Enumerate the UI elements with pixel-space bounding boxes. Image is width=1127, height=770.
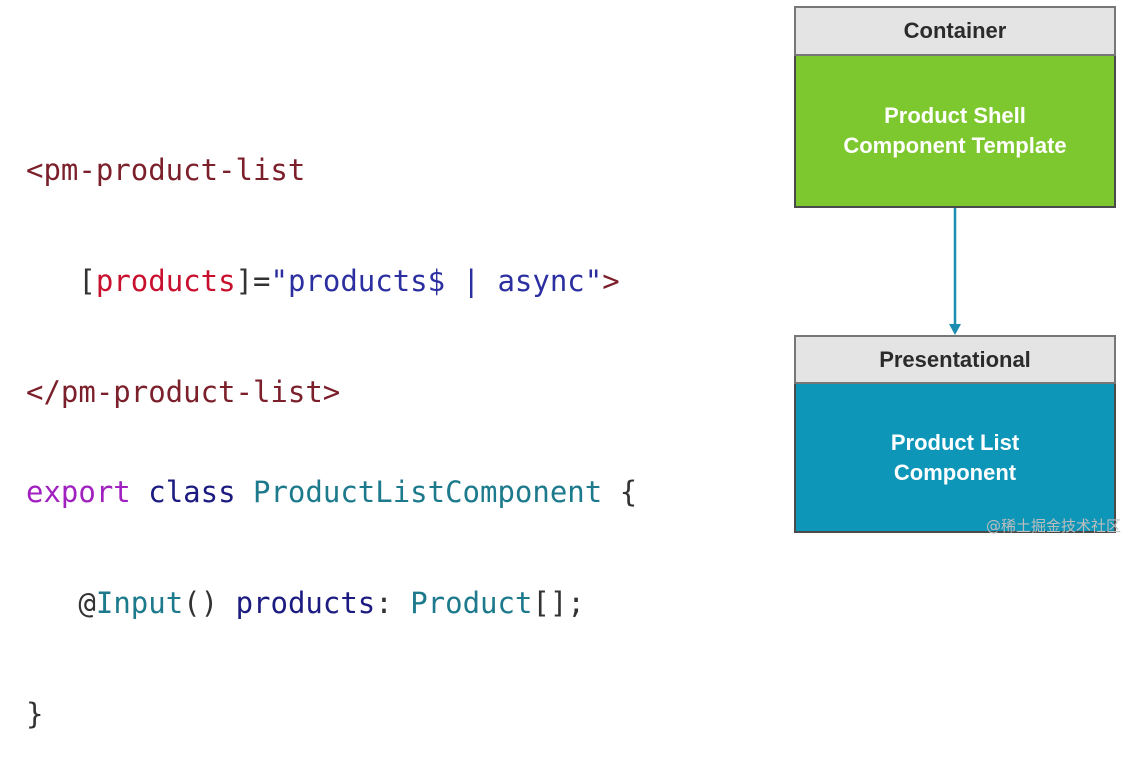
quote-open: " [270, 264, 288, 298]
container-body-line-1: Product Shell [884, 103, 1026, 128]
class-code-line-3: } [26, 696, 637, 733]
quote-close: " [584, 264, 603, 298]
container-body-line-2: Component Template [843, 133, 1067, 158]
array-suffix: []; [532, 586, 585, 620]
presentational-header-label: Presentational [879, 346, 1031, 372]
presentational-body-line-2: Component [893, 459, 1017, 485]
input-binding-value: products$ | async [287, 264, 585, 298]
bracket-close: ] [235, 264, 254, 298]
template-code-block: <pm-product-list [products]="products$ |… [26, 78, 620, 448]
template-code-line-1: <pm-product-list [26, 152, 620, 189]
tag-end: > [602, 264, 620, 298]
connector-arrow [949, 208, 961, 335]
container-box-header: Container [794, 6, 1116, 56]
decorator-at: @ [78, 586, 96, 620]
close-tag: </pm-product-list> [26, 375, 341, 409]
presentational-box-header: Presentational [794, 335, 1116, 384]
container-header-label: Container [903, 18, 1007, 43]
brace-open: { [619, 475, 638, 509]
arrow-head-icon [949, 324, 961, 335]
open-tag: <pm-product-list [26, 153, 306, 187]
class-name: ProductListComponent [253, 475, 603, 509]
template-code-line-3: </pm-product-list> [26, 374, 620, 411]
equals-sign: = [253, 264, 271, 298]
presentational-box-body: Product List Component [794, 384, 1116, 533]
export-keyword: export [26, 475, 131, 509]
decorator-parens: () [183, 586, 219, 620]
property-type: Product [410, 586, 533, 620]
container-body-text: Product Shell Component Template [843, 101, 1066, 161]
class-code-line-1: export class ProductListComponent { [26, 474, 637, 511]
class-keyword: class [148, 475, 236, 509]
presentational-body-line-1: Product List [890, 429, 1020, 455]
property-name: products [235, 586, 376, 620]
class-code-line-2: @Input() products: Product[]; [26, 585, 637, 622]
bracket-open: [ [78, 264, 96, 298]
brace-close: } [26, 697, 44, 731]
type-colon: : [375, 586, 393, 620]
container-box-body: Product Shell Component Template [794, 56, 1116, 208]
template-code-line-2: [products]="products$ | async"> [26, 263, 620, 300]
input-binding-name: products [95, 264, 236, 298]
presentational-body-text: Product List Component [891, 428, 1019, 488]
input-decorator: Input [95, 586, 184, 620]
watermark: @稀土掘金技术社区 [985, 517, 1121, 535]
